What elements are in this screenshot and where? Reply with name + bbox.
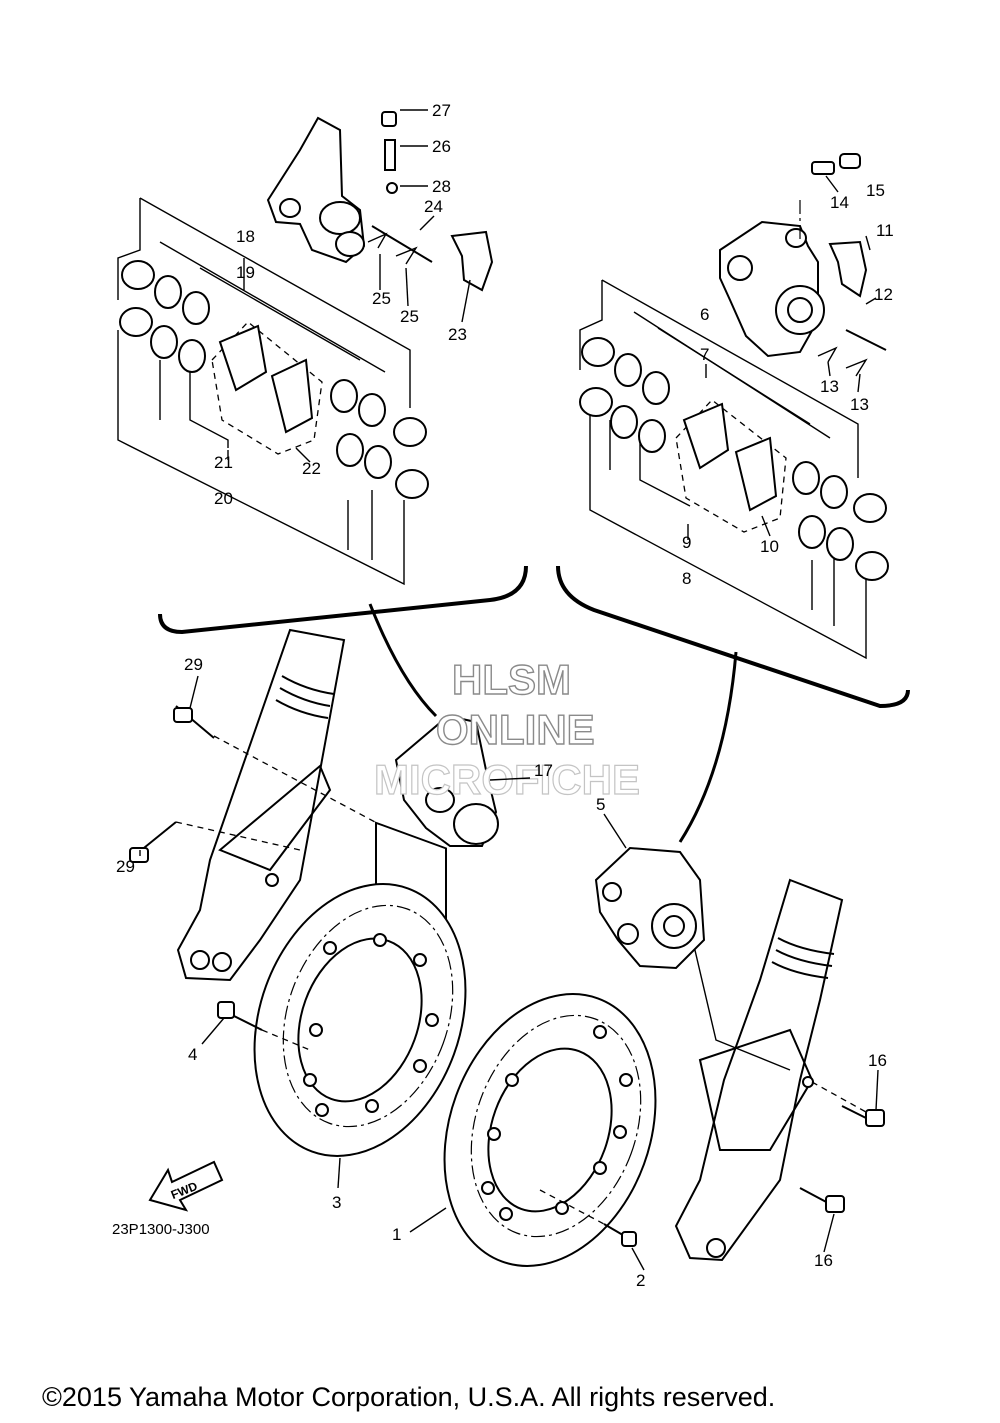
callout-1: 1 (392, 1225, 401, 1244)
callout-9: 9 (682, 533, 691, 552)
watermark-line-1: HLSM (452, 656, 571, 703)
watermark-line-3: MICROFICHE (374, 756, 640, 803)
callout-16-a: 16 (868, 1051, 887, 1070)
left-fork-assembly (129, 628, 391, 982)
callout-26: 26 (432, 137, 451, 156)
watermark-line-2: ONLINE (436, 706, 595, 753)
copyright-notice: ©2015 Yamaha Motor Corporation, U.S.A. A… (42, 1382, 775, 1412)
callout-21: 21 (214, 453, 233, 472)
callout-13-a: 13 (820, 377, 839, 396)
callout-29-a: 29 (184, 655, 203, 674)
callout-27: 27 (432, 101, 451, 120)
right-caliper-5 (594, 846, 706, 970)
callout-12: 12 (874, 285, 893, 304)
callout-22: 22 (302, 459, 321, 478)
brake-disc-1 (443, 993, 657, 1267)
callout-8: 8 (682, 569, 691, 588)
callout-24: 24 (424, 197, 443, 216)
reference-code: 23P1300-J300 (112, 1221, 210, 1238)
callout-3: 3 (332, 1193, 341, 1212)
callout-28: 28 (432, 177, 451, 196)
callout-25-b: 25 (400, 307, 419, 326)
callout-10: 10 (760, 537, 779, 556)
callout-6: 6 (700, 305, 709, 324)
callout-16-b: 16 (814, 1251, 833, 1270)
callout-25-a: 25 (372, 289, 391, 308)
callout-2: 2 (636, 1271, 645, 1290)
right-fork-assembly (671, 851, 885, 1262)
leader-lines (139, 109, 879, 1271)
callout-19: 19 (236, 263, 255, 282)
callout-18: 18 (236, 227, 255, 246)
callout-4: 4 (188, 1045, 197, 1064)
callout-5: 5 (596, 795, 605, 814)
callout-11: 11 (876, 221, 894, 240)
brake-disc-3 (253, 883, 467, 1157)
callout-20: 20 (214, 489, 233, 508)
disc-bolts (217, 1001, 637, 1247)
callout-7: 7 (700, 345, 709, 364)
fwd-arrow-icon: FWD (148, 1160, 224, 1212)
group-braces (158, 565, 910, 843)
callout-29-b: 29 (116, 857, 135, 876)
left-caliper-exploded-group (117, 111, 494, 586)
callout-17: 17 (534, 761, 553, 780)
callout-23: 23 (448, 325, 467, 344)
right-caliper-exploded-group (579, 153, 889, 660)
callout-13-b: 13 (850, 395, 869, 414)
callouts: 27 26 28 24 18 19 25 25 23 21 22 20 14 1… (116, 101, 894, 1290)
callout-15: 15 (866, 181, 885, 200)
watermark: HLSM ONLINE MICROFICHE (373, 655, 640, 803)
callout-14: 14 (830, 193, 849, 212)
